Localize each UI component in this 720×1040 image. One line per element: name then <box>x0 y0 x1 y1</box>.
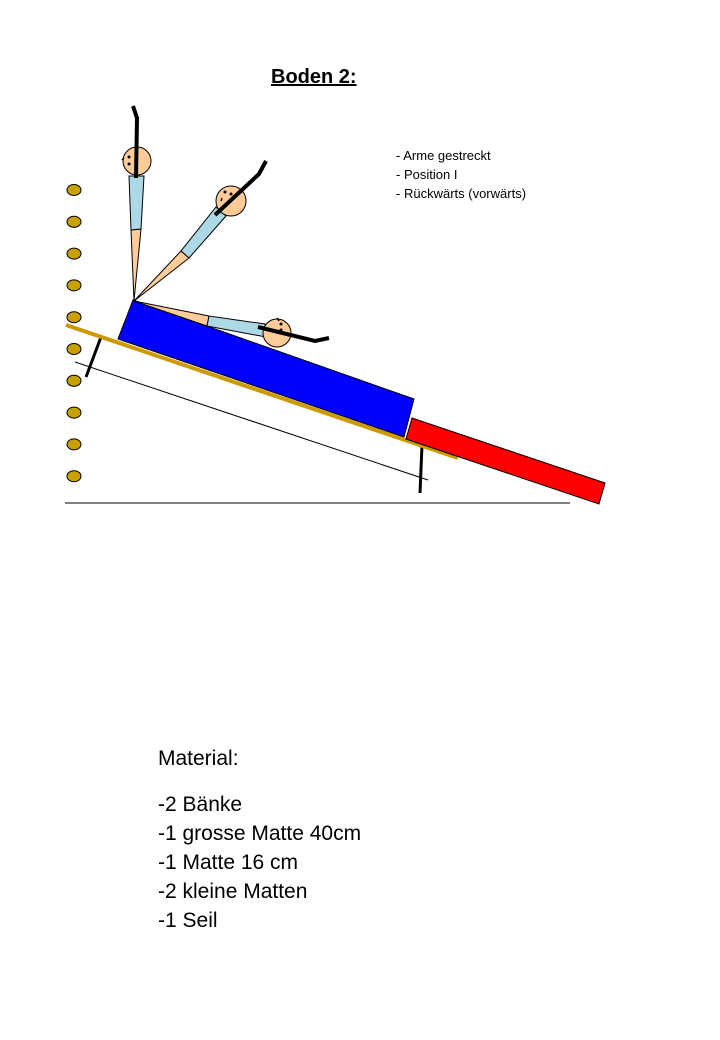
figure-legs <box>130 228 142 302</box>
figure-arm <box>213 160 268 217</box>
wall-bar-rung <box>66 311 82 324</box>
big-mat <box>117 299 415 438</box>
gymnastics-setup-diagram <box>65 105 606 505</box>
figure-arm <box>257 325 330 344</box>
bench-leg <box>84 336 103 378</box>
material-item: -1 grosse Matte 40cm <box>158 822 362 845</box>
material-heading: Material: <box>158 747 239 770</box>
page-title: Boden 2: <box>271 66 357 88</box>
inclined-bench <box>65 323 459 460</box>
wall-bar-rung <box>66 343 82 355</box>
wall-bar-rung <box>66 406 82 419</box>
wall-bar-rung <box>66 374 82 387</box>
material-item: -1 Matte 16 cm <box>158 851 299 874</box>
small-mat <box>405 417 606 505</box>
rope-line <box>74 361 429 481</box>
figure-lying <box>133 300 330 348</box>
material-item: -2 kleine Matten <box>158 880 308 903</box>
wall-bar-rung <box>66 247 82 260</box>
instruction-notes: Arme gestreckt Position I Rückwärts (vor… <box>396 146 526 203</box>
figure-body <box>128 175 145 231</box>
wall-bar-rung <box>66 184 82 196</box>
material-item: -1 Seil <box>158 909 218 932</box>
wall-bars <box>66 184 82 483</box>
note-item: Rückwärts (vorwärts) <box>396 184 526 203</box>
material-list: -2 Bänke -1 grosse Matte 40cm -1 Matte 1… <box>158 790 361 935</box>
bench-leg <box>418 444 424 494</box>
figure-legs <box>133 250 190 302</box>
note-item: Position I <box>396 165 526 184</box>
figure-standing <box>121 105 152 302</box>
figure-arm <box>131 105 140 179</box>
figure-diagonal <box>133 160 268 302</box>
wall-bar-rung <box>66 215 82 228</box>
wall-bar-rung <box>66 438 82 451</box>
wall-bar-rung <box>66 279 82 292</box>
figure-body <box>180 206 227 259</box>
material-item: -2 Bänke <box>158 793 243 816</box>
note-item: Arme gestreckt <box>396 146 526 165</box>
wall-bar-rung <box>66 470 82 483</box>
